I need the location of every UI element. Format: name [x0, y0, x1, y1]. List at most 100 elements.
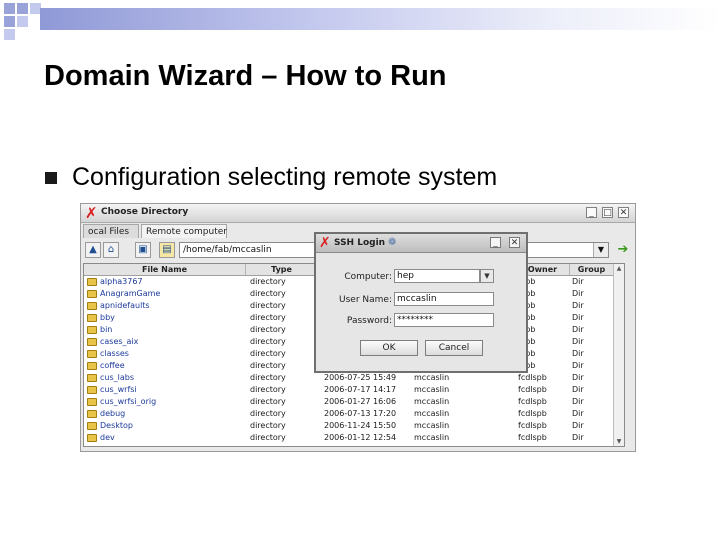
file-group: Dir — [572, 397, 584, 406]
scroll-down-icon[interactable]: ▼ — [616, 438, 622, 445]
file-name: apnidefaults — [100, 301, 150, 310]
file-date: 2006-01-27 16:06 — [324, 397, 397, 406]
file-user: mccaslin — [414, 409, 450, 418]
go-arrow-icon[interactable]: ➔ — [617, 242, 629, 257]
folder-icon — [87, 290, 97, 298]
file-user: mccaslin — [414, 397, 450, 406]
file-type: directory — [250, 421, 286, 430]
tab-remote-computer[interactable]: Remote computer — [141, 224, 227, 238]
file-group: Dir — [572, 385, 584, 394]
column-header-owner[interactable]: Owner — [516, 264, 570, 275]
folder-icon — [87, 302, 97, 310]
file-group: Dir — [572, 444, 612, 446]
file-type: directory — [250, 277, 286, 286]
file-type: directory — [250, 337, 286, 346]
file-group: Dir — [572, 361, 584, 370]
minimize-button[interactable]: _ — [586, 207, 597, 218]
ssh-login-dialog: ✗ SSH Login ❁ _ ✕ Computer: hep ▼ User N… — [314, 232, 528, 373]
file-group: Dir — [572, 313, 584, 322]
folder-icon — [87, 386, 97, 394]
choose-directory-window: ✗ Choose Directory _ □ ✕ ocal Files Remo… — [80, 203, 636, 452]
vertical-scrollbar[interactable]: ▲ ▼ — [613, 264, 624, 446]
column-header-group[interactable]: Group — [570, 264, 614, 275]
maximize-button[interactable]: □ — [602, 207, 613, 218]
file-owner: fcdlspb — [518, 433, 547, 442]
file-user: mccaslin — [414, 444, 514, 446]
gear-icon: ❁ — [388, 237, 397, 248]
file-name: Desktop — [100, 421, 133, 430]
file-name: bin — [100, 325, 113, 334]
cancel-button[interactable]: Cancel — [425, 340, 483, 356]
file-type: directory — [250, 385, 286, 394]
chevron-down-icon[interactable]: ▼ — [593, 243, 608, 257]
folder-icon — [87, 374, 97, 382]
folder-icon — [87, 434, 97, 442]
file-user: mccaslin — [414, 421, 450, 430]
file-group: Dir — [572, 409, 584, 418]
folder-icon — [87, 410, 97, 418]
file-group: Dir — [572, 277, 584, 286]
slide-title: Domain Wizard – How to Run — [44, 60, 447, 92]
file-name: AnagramGame — [100, 289, 161, 298]
folder-icon — [87, 446, 97, 447]
ok-button[interactable]: OK — [360, 340, 418, 356]
file-type: directory — [250, 325, 286, 334]
table-row[interactable]: domdirectory2006-11-24 15:19mccaslinfcdl… — [84, 444, 624, 447]
file-type: directory — [250, 313, 286, 322]
file-group: Dir — [572, 421, 584, 430]
up-folder-icon[interactable]: ▲ — [85, 242, 101, 258]
decor-square — [4, 29, 15, 40]
file-type: directory — [250, 361, 286, 370]
username-field[interactable]: mccaslin — [394, 292, 494, 306]
file-type: directory — [250, 373, 286, 382]
file-group: Dir — [572, 433, 584, 442]
file-owner: fcdlspb — [518, 444, 570, 446]
corner-decoration — [0, 0, 720, 44]
file-date: 2006-07-13 17:20 — [324, 409, 397, 418]
scroll-up-icon[interactable]: ▲ — [616, 265, 622, 272]
column-header-file-name[interactable]: File Name — [84, 264, 246, 275]
computer-label: Computer: — [344, 272, 392, 282]
tab-local-files[interactable]: ocal Files — [83, 224, 139, 238]
decor-square — [4, 16, 15, 27]
file-name: cus_wrfsi_orig — [100, 397, 157, 406]
folder-icon — [87, 314, 97, 322]
dialog-close-button[interactable]: ✕ — [509, 237, 520, 248]
chevron-down-icon[interactable]: ▼ — [480, 269, 494, 283]
file-name: classes — [100, 349, 129, 358]
dialog-title: SSH Login — [334, 238, 386, 248]
dialog-titlebar: ✗ SSH Login ❁ _ ✕ — [316, 234, 526, 253]
computer-select[interactable]: hep — [394, 269, 480, 283]
file-group: Dir — [572, 325, 584, 334]
folder-icon[interactable]: ▤ — [159, 242, 175, 258]
folder-icon — [87, 278, 97, 286]
x-logo-icon: ✗ — [319, 235, 331, 251]
file-date: 2006-11-24 15:19 — [324, 444, 404, 446]
decor-square — [17, 3, 28, 14]
decor-square — [4, 3, 15, 14]
column-header-type[interactable]: Type — [246, 264, 318, 275]
window-titlebar: ✗ Choose Directory _ □ ✕ — [81, 204, 635, 223]
file-group: Dir — [572, 289, 584, 298]
file-name: alpha3767 — [100, 277, 143, 286]
dialog-minimize-button[interactable]: _ — [490, 237, 501, 248]
file-group: Dir — [572, 337, 584, 346]
file-date: 2006-07-17 14:17 — [324, 385, 397, 394]
password-field[interactable]: ******** — [394, 313, 494, 327]
folder-icon — [87, 398, 97, 406]
file-owner: fcdlspb — [518, 397, 547, 406]
home-folder-icon[interactable]: ⌂ — [103, 242, 119, 258]
new-folder-icon[interactable]: ▣ — [135, 242, 151, 258]
file-owner: fcdlspb — [518, 373, 547, 382]
file-type: directory — [250, 433, 286, 442]
file-name: dom — [100, 444, 246, 446]
file-name: dev — [100, 433, 115, 442]
file-type: directory — [250, 301, 286, 310]
close-button[interactable]: ✕ — [618, 207, 629, 218]
